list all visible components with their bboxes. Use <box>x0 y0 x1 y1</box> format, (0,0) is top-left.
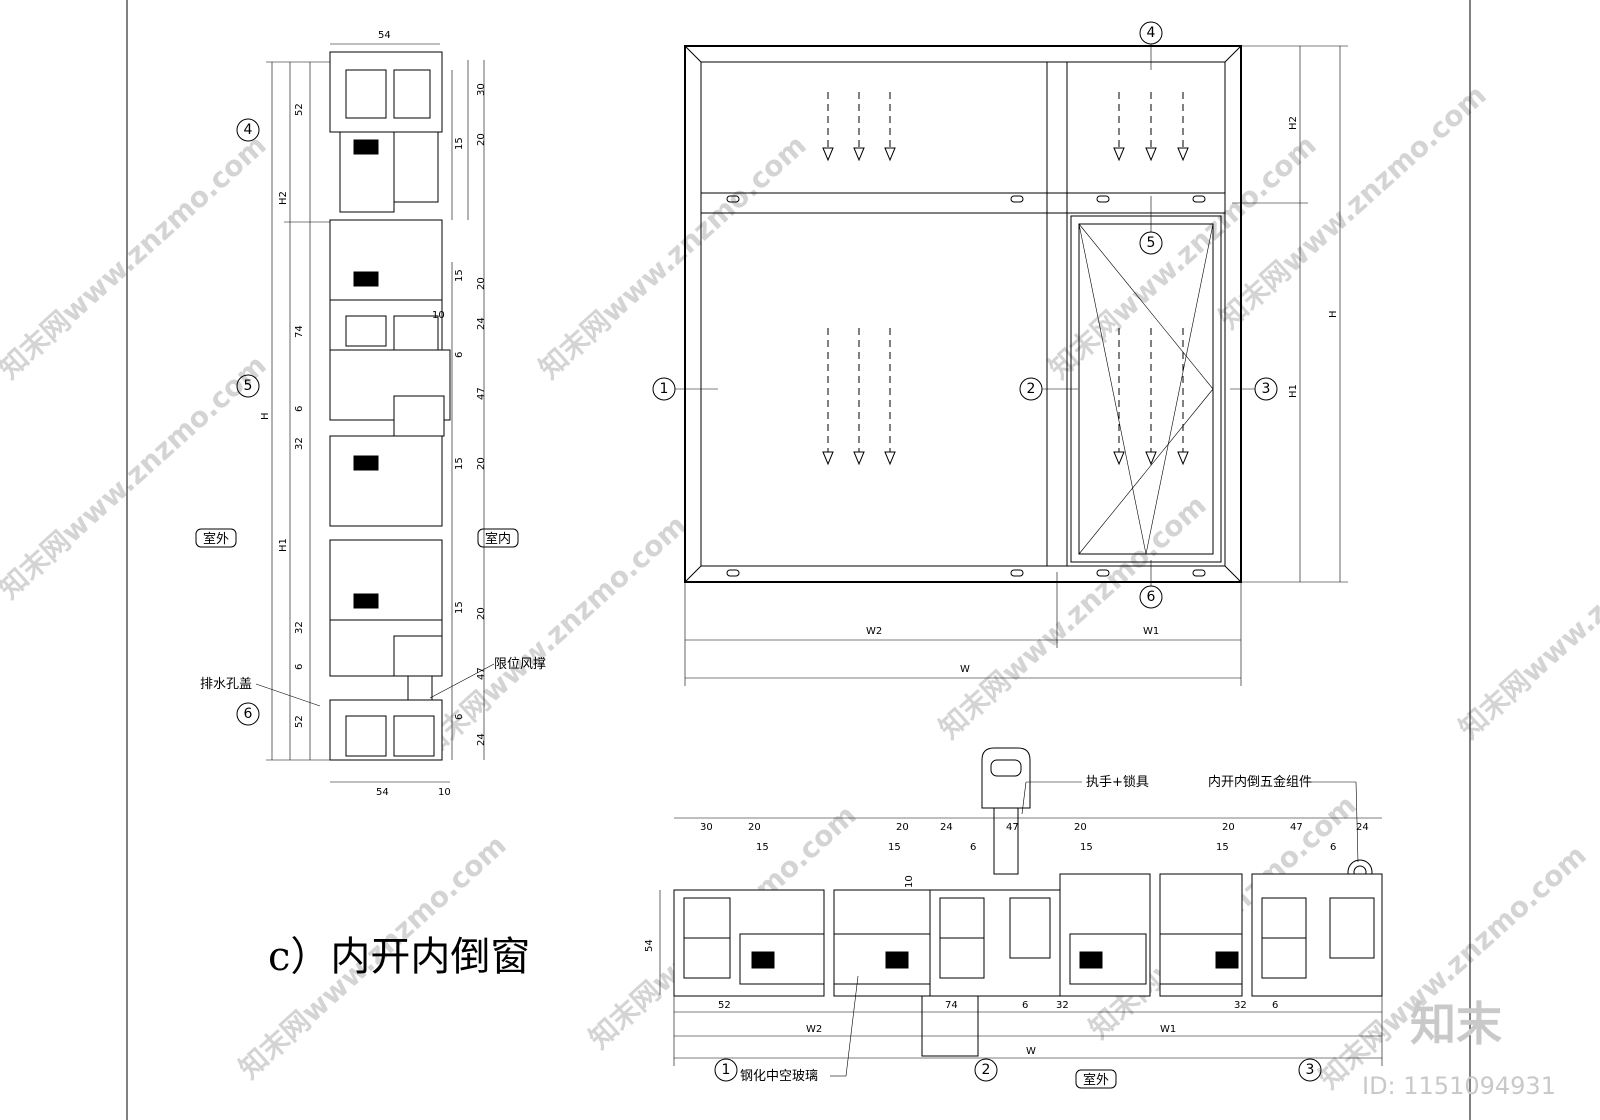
dim-20: 20 <box>476 277 487 290</box>
dim-20: 20 <box>896 822 909 833</box>
watermark-text: 知末网www.znzmo.com <box>933 488 1213 745</box>
dim-10: 10 <box>432 310 445 321</box>
dim-6: 6 <box>454 714 465 720</box>
marker-2: 2 <box>1027 381 1036 397</box>
marker-4: 4 <box>1147 25 1156 41</box>
dim-30: 30 <box>700 822 713 833</box>
window-elevation: 4 5 6 1 2 3 H2 H1 H W2 W1 W <box>652 21 1348 686</box>
dim-w1: W1 <box>1160 1024 1176 1035</box>
handle-lock-label: 执手+锁具 <box>1086 774 1149 790</box>
dim-15: 15 <box>454 601 465 614</box>
page-title: c）内开内倒窗 <box>268 934 530 980</box>
glass-label: 钢化中空玻璃 <box>740 1069 818 1084</box>
marker-2: 2 <box>982 1062 991 1078</box>
dim-6: 6 <box>454 352 465 358</box>
dim-10-bottom: 10 <box>438 787 451 798</box>
dim-32: 32 <box>294 437 305 450</box>
dim-32: 32 <box>1056 1000 1069 1011</box>
watermark-text: 知末网www.znzmo.com <box>413 508 693 765</box>
dim-15: 15 <box>1080 842 1093 853</box>
marker-5: 5 <box>244 378 253 394</box>
limit-stay-label: 限位风撑 <box>494 657 546 672</box>
dim-15: 15 <box>454 269 465 282</box>
drawing-id: ID: 1151094931 <box>1362 1072 1556 1100</box>
watermark-text: 知末网www.znzmo.com <box>0 348 273 605</box>
dim-h: H <box>260 412 271 420</box>
watermark-text: 知末网www.znzmo.com <box>0 128 273 385</box>
outdoor-label: 室外 <box>1083 1072 1109 1088</box>
dim-w2: W2 <box>806 1024 822 1035</box>
dim-52-top: 52 <box>294 103 305 116</box>
marker-5: 5 <box>1147 235 1156 251</box>
dim-47: 47 <box>476 667 487 680</box>
dim-h2: H2 <box>278 191 289 205</box>
dim-47: 47 <box>476 387 487 400</box>
vertical-section: H H2 H1 54 54 10 <box>195 30 546 798</box>
dim-w1: W1 <box>1143 626 1159 637</box>
dim-54: 54 <box>644 939 655 952</box>
dim-52: 52 <box>294 715 305 728</box>
outdoor-label: 室外 <box>203 531 229 547</box>
dim-32: 32 <box>294 621 305 634</box>
dim-15: 15 <box>454 457 465 470</box>
dim-10: 10 <box>904 875 915 888</box>
site-logo: 知末 <box>1410 997 1502 1051</box>
dim-20: 20 <box>1222 822 1235 833</box>
dim-24: 24 <box>940 822 953 833</box>
dim-20: 20 <box>748 822 761 833</box>
hardware-label: 内开内倒五金组件 <box>1208 774 1312 790</box>
dim-20: 20 <box>1074 822 1087 833</box>
dim-74: 74 <box>294 325 305 338</box>
dim-47: 47 <box>1290 822 1303 833</box>
dim-w2: W2 <box>866 626 882 637</box>
dim-6: 6 <box>970 842 976 853</box>
dim-h2: H2 <box>1288 116 1299 130</box>
dim-15: 15 <box>888 842 901 853</box>
dim-24: 24 <box>1356 822 1369 833</box>
watermark-text: 知末网www.znzmo.com <box>533 128 813 385</box>
dim-w: W <box>960 664 970 675</box>
dim-6: 6 <box>294 406 305 412</box>
dim-20: 20 <box>476 607 487 620</box>
dim-24: 24 <box>476 733 487 746</box>
marker-6: 6 <box>244 706 253 722</box>
dim-20: 20 <box>476 457 487 470</box>
indoor-label: 室内 <box>485 531 511 547</box>
dim-54-top: 54 <box>378 30 391 41</box>
dim-h1: H1 <box>278 538 289 552</box>
dim-6: 6 <box>294 664 305 670</box>
dim-15: 15 <box>1216 842 1229 853</box>
marker-1: 1 <box>660 381 669 397</box>
dim-32: 32 <box>1234 1000 1247 1011</box>
marker-4: 4 <box>244 122 253 138</box>
dim-6: 6 <box>1022 1000 1028 1011</box>
dim-30: 30 <box>476 83 487 96</box>
watermark-text: 知末网www.znzmo.com <box>1453 488 1600 745</box>
drain-cap-label: 排水孔盖 <box>200 677 252 692</box>
marker-3: 3 <box>1306 1062 1315 1078</box>
marker-3: 3 <box>1262 381 1271 397</box>
dim-52: 52 <box>718 1000 731 1011</box>
dim-74: 74 <box>945 1000 958 1011</box>
dim-24: 24 <box>476 317 487 330</box>
dim-15: 15 <box>756 842 769 853</box>
dim-54-bottom: 54 <box>376 787 389 798</box>
marker-6: 6 <box>1147 589 1156 605</box>
dim-15: 15 <box>454 137 465 150</box>
dim-47: 47 <box>1006 822 1019 833</box>
dim-h1: H1 <box>1288 384 1299 398</box>
marker-1: 1 <box>722 1062 731 1078</box>
dim-w: W <box>1026 1046 1036 1057</box>
horizontal-section: c）内开内倒窗 执手+锁具 内开内倒五金组件 30 20 15 20 24 47… <box>268 747 1383 1089</box>
dim-6: 6 <box>1272 1000 1278 1011</box>
dim-h: H <box>1328 310 1339 318</box>
dim-6: 6 <box>1330 842 1336 853</box>
dim-20: 20 <box>476 133 487 146</box>
